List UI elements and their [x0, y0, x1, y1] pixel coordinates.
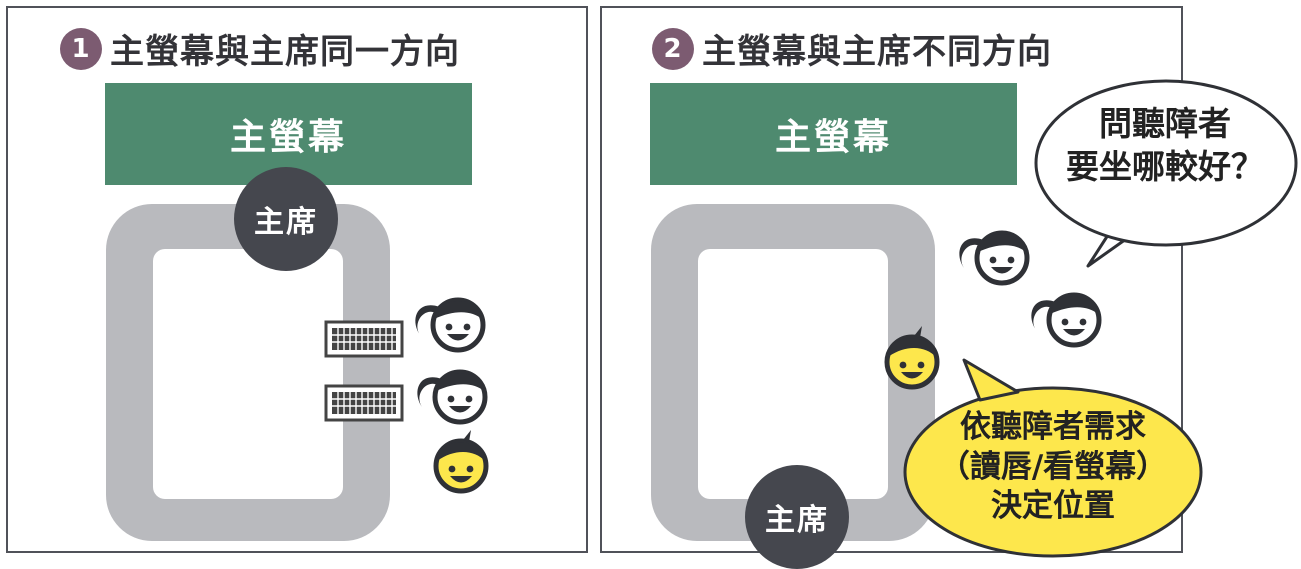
panel1-title-text: 主螢幕與主席同一方向 — [110, 32, 460, 72]
panel2-chair-seat: 主席 — [745, 465, 849, 569]
panel1-chair-seat: 主席 — [234, 167, 338, 271]
panel2-title-text: 主螢幕與主席不同方向 — [702, 32, 1052, 72]
speech-bubble-icon — [1034, 79, 1298, 268]
girl-face-icon — [1031, 295, 1099, 345]
girl-face-icon — [959, 233, 1027, 283]
answer-line-1: 依聽障者需求 — [960, 409, 1146, 445]
panel2-main-screen: 主螢幕 — [650, 83, 1017, 185]
boy-face-icon — [887, 326, 937, 387]
panel2-title: 2 主螢幕與主席不同方向 — [652, 24, 1052, 73]
panel2-table-center — [698, 249, 888, 499]
speech-bubble-icon — [903, 358, 1203, 558]
answer-line-3: 決定位置 — [991, 488, 1115, 525]
question-line-2: 要坐哪較好？ — [1066, 146, 1264, 186]
panel1-table-center — [153, 249, 343, 499]
boy-face-icon — [436, 430, 486, 491]
answer-line-2: （讀唇/看螢幕） — [938, 448, 1168, 485]
panel1-title: 1 主螢幕與主席同一方向 — [60, 24, 460, 73]
keyboard-icon — [324, 384, 404, 422]
answer-bubble-text: 依聽障者需求 （讀唇/看螢幕） 決定位置 — [925, 408, 1181, 527]
girl-face-icon — [417, 372, 485, 422]
question-bubble-text: 問聽障者 要坐哪較好？ — [1045, 103, 1285, 189]
panel1-number-badge: 1 — [60, 27, 102, 70]
keyboard-icon — [324, 320, 404, 358]
girl-face-icon — [415, 300, 483, 350]
question-line-1: 問聽障者 — [1099, 104, 1231, 143]
panel2-number-badge: 2 — [652, 27, 694, 70]
